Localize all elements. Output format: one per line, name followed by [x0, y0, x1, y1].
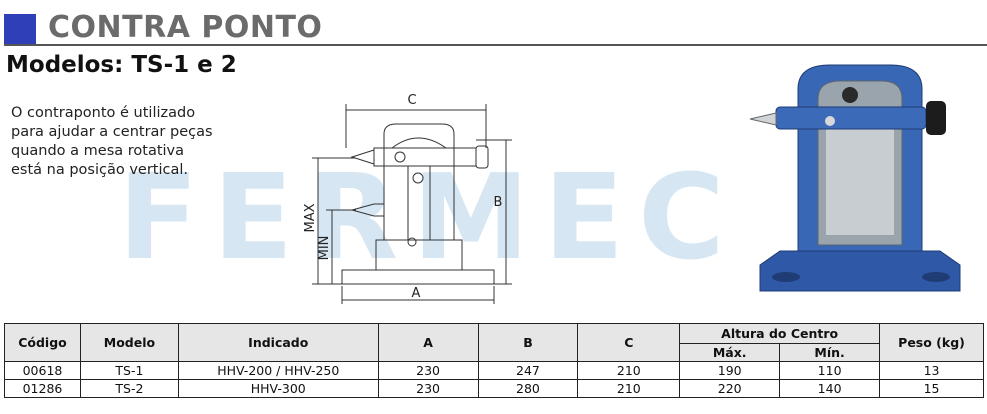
cell-b: 280: [477, 379, 579, 398]
cell-modelo: TS-2: [79, 379, 179, 398]
cell-min: 140: [779, 379, 881, 398]
header-codigo: Código: [4, 323, 81, 362]
table-header-row: Código Modelo Indicado A B C Altura do C…: [4, 323, 984, 362]
dim-label-a: A: [412, 286, 421, 301]
header-max: Máx.: [679, 343, 781, 362]
header-modelo: Modelo: [79, 323, 179, 362]
cell-codigo: 00618: [4, 361, 81, 380]
header-min: Mín.: [779, 343, 881, 362]
models-subtitle: Modelos: TS-1 e 2: [6, 52, 237, 78]
dim-label-min: MIN: [317, 236, 332, 261]
header-c: C: [577, 323, 681, 362]
header-indicado: Indicado: [177, 323, 379, 362]
cell-indicado: HHV-300: [177, 379, 379, 398]
cell-peso: 13: [879, 361, 984, 380]
cell-a: 230: [377, 379, 479, 398]
cell-c: 210: [577, 379, 681, 398]
cell-indicado: HHV-200 / HHV-250: [177, 361, 379, 380]
tailstock-photo: [749, 64, 961, 292]
header-b: B: [477, 323, 579, 362]
cell-modelo: TS-1: [79, 361, 179, 380]
technical-drawing: C B A MAX MIN: [303, 93, 512, 304]
dim-label-b: B: [494, 195, 503, 210]
cell-codigo: 01286: [4, 379, 81, 398]
table-row: 00618 TS-1 HHV-200 / HHV-250 230 247 210…: [4, 361, 984, 380]
table-subheader-row: Máx. Mín.: [5, 343, 984, 362]
section-header: CONTRA PONTO: [4, 10, 987, 48]
brand-watermark: FERMEC: [118, 148, 739, 286]
cell-peso: 15: [879, 379, 984, 398]
header-a: A: [377, 323, 479, 362]
specifications-table: Código Modelo Indicado A B C Altura do C…: [4, 323, 984, 398]
dim-label-max: MAX: [303, 203, 318, 232]
cell-min: 110: [779, 361, 881, 380]
header-peso: Peso (kg): [879, 323, 984, 362]
cell-c: 210: [577, 361, 681, 380]
product-description: O contraponto é utilizado para ajudar a …: [11, 105, 213, 178]
cell-b: 247: [477, 361, 579, 380]
header-altura: Altura do Centro: [679, 323, 881, 344]
dim-label-c: C: [407, 93, 416, 108]
header-divider: [4, 44, 987, 46]
table-row: 01286 TS-2 HHV-300 230 280 210 220 140 1…: [4, 379, 984, 398]
header-square-icon: [4, 14, 36, 44]
section-title: CONTRA PONTO: [48, 10, 323, 45]
cell-a: 230: [377, 361, 479, 380]
cell-max: 220: [679, 379, 781, 398]
cell-max: 190: [679, 361, 781, 380]
